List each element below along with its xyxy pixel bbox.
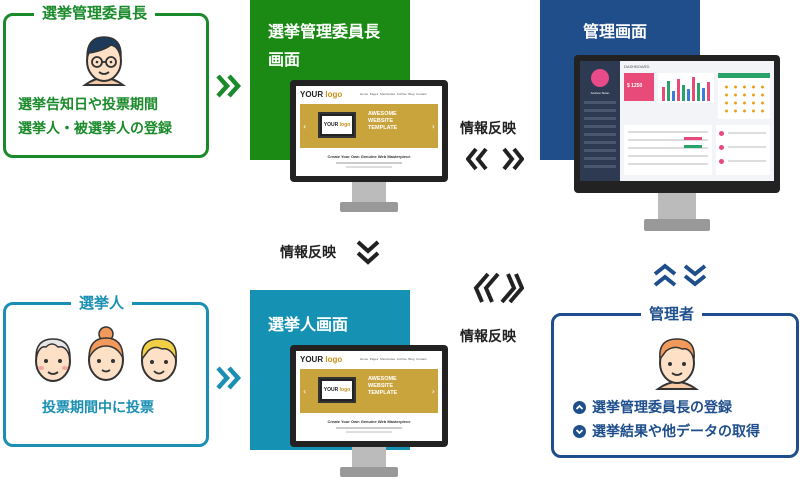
chairman-role-title: 選挙管理委員長 (34, 2, 156, 23)
sync-label-middle-right: 情報反映 (460, 329, 516, 345)
double-arrow-left-right-icon (466, 147, 524, 171)
admin-monitor: Andrew Sloan DASHBOARD $ 1250 (574, 55, 780, 241)
chevron-down-circle-icon (573, 425, 586, 438)
site-banner: ‹ › YOUR logo AWESOME WEBSITE TEMPLATE (300, 104, 438, 148)
site-logo-your: YOUR (300, 90, 324, 99)
dashboard-calendar (718, 73, 770, 119)
chairman-screen-title-1: 選挙管理委員長 (268, 22, 381, 41)
chevron-double-down-admin-icon (683, 264, 707, 287)
site-nav: Home Pages Shortcodes Archive Blog Conta… (360, 92, 427, 96)
site-tagline: Create Your Own Genuine Web Masterpiece (327, 154, 411, 159)
chairman-task-2: 選挙人・被選挙人の登録 (18, 121, 172, 137)
chairman-monitor-screen: YOUR logo Home Pages Shortcodes Archive … (296, 86, 442, 176)
chevron-right-teal-icon (216, 366, 242, 390)
dashboard-user-name: Andrew Sloan (590, 91, 610, 95)
chairman-monitor: YOUR logo Home Pages Shortcodes Archive … (290, 80, 448, 222)
admin-screen-title: 管理画面 (583, 22, 648, 41)
admin-task-1: 選挙管理委員長の登録 (592, 400, 732, 416)
voter-monitor-screen: YOUR logo Home Pages Shortcodes Archive … (296, 351, 442, 441)
boy-face-icon (141, 338, 177, 382)
voter-role-title: 選挙人 (71, 292, 133, 313)
voter-task-1: 投票期間中に投票 (42, 400, 154, 416)
admin-face-icon (654, 338, 700, 390)
sync-label-middle-left: 情報反映 (280, 245, 336, 261)
chevron-double-up-icon (653, 263, 677, 287)
chevron-double-down-icon (356, 240, 380, 265)
woman-face-icon (88, 326, 124, 381)
admin-role-title: 管理者 (641, 303, 703, 324)
dashboard-sidebar: Andrew Sloan (580, 61, 620, 181)
admin-task-2: 選挙結果や他データの取得 (592, 424, 760, 440)
dashboard-bar-chart (658, 73, 714, 103)
elderly-face-icon (35, 338, 71, 382)
chairman-task-1: 選挙告知日や投票期間 (18, 97, 158, 113)
dashboard-title: DASHBOARD (624, 64, 650, 69)
voter-monitor: YOUR logo Home Pages Shortcodes Archive … (290, 345, 448, 487)
sync-label-top: 情報反映 (460, 121, 516, 137)
site-logo-logo: logo (325, 90, 343, 99)
dashboard-screen: Andrew Sloan DASHBOARD $ 1250 (580, 61, 774, 181)
chevron-right-icon (216, 74, 242, 98)
chairman-screen-title-2: 画面 (268, 50, 301, 69)
voter-screen-title: 選挙人画面 (268, 315, 349, 334)
chevron-up-circle-icon (573, 401, 586, 414)
chairman-face-icon (81, 36, 127, 86)
double-arrow-diagonal-icon (473, 272, 524, 304)
dashboard-amount: $ 1250 (627, 83, 643, 89)
